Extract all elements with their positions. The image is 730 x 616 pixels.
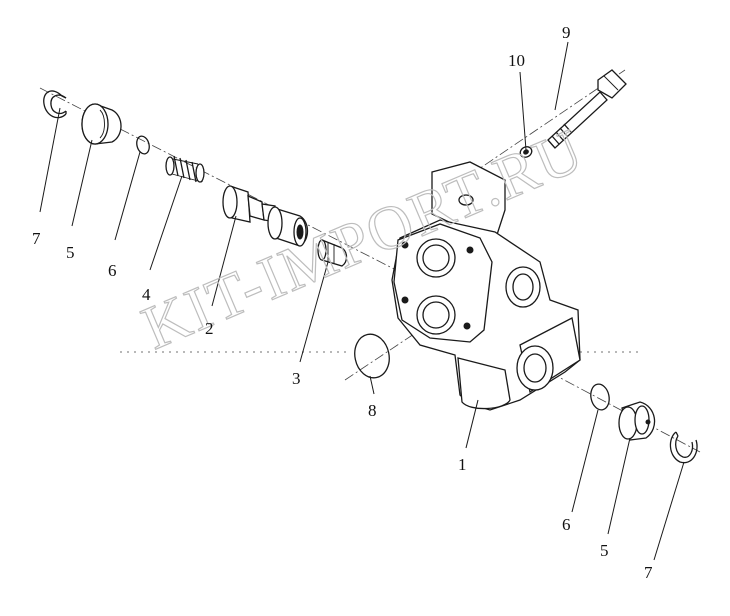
part-label: 4 [142, 285, 151, 304]
part-label: 7 [32, 229, 41, 248]
part-label: 6 [108, 261, 117, 280]
spool [222, 185, 309, 247]
part-label: 7 [644, 563, 653, 582]
part-label: 5 [66, 243, 75, 262]
leader-lines [39, 41, 685, 561]
part-label: 2 [205, 319, 214, 338]
snap-ring-right [669, 431, 698, 464]
washer [519, 146, 533, 158]
part-label: 6 [562, 515, 571, 534]
o-ring-right [590, 383, 610, 411]
part-label: 8 [368, 401, 377, 420]
part-label: 9 [562, 23, 571, 42]
part-label: 1 [458, 455, 467, 474]
part-label: 5 [600, 541, 609, 560]
o-ring-left [136, 135, 150, 155]
part-labels: 7 5 6 4 2 3 8 1 10 9 6 5 7 [32, 23, 653, 582]
plug-right [618, 401, 656, 441]
spring [165, 155, 205, 183]
bolt [547, 69, 627, 149]
small-plug [317, 239, 348, 267]
part-label: 3 [292, 369, 301, 388]
snap-ring-left [43, 90, 67, 119]
part-label: 10 [508, 51, 525, 70]
valve-body [391, 161, 581, 411]
o-ring-large [354, 333, 390, 379]
plug-left [81, 103, 122, 145]
